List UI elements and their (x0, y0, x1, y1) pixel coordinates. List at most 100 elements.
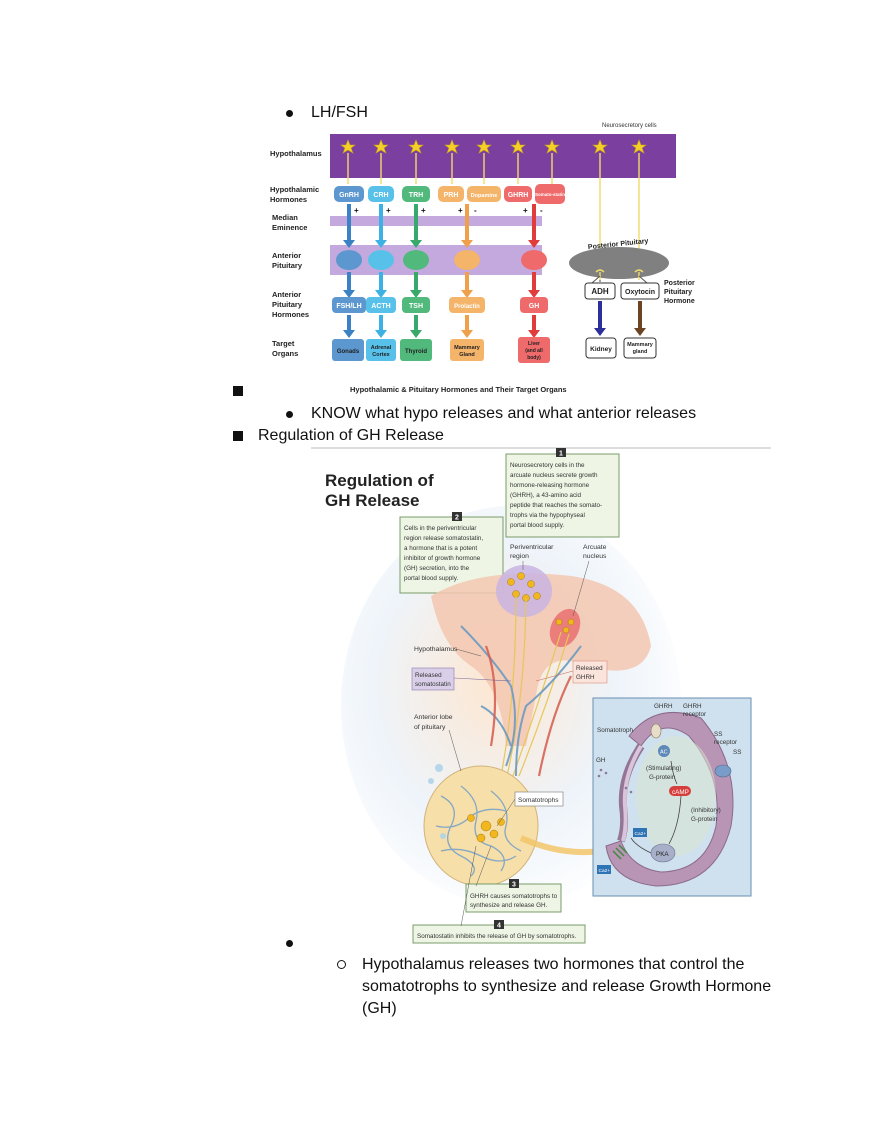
pill-gnrh (334, 186, 364, 202)
cell-label-stim-1: (Stimulating) (646, 765, 681, 772)
pit-hormone-gh: GH (529, 303, 540, 310)
row-label-hypothalamus: Hypothalamus (270, 149, 322, 158)
label-arcuate: Arcuate (583, 544, 607, 551)
box1-line: Neurosecretory cells in the (510, 462, 585, 469)
figure1-caption: Hypothalamic & Pituitary Hormones and Th… (350, 385, 567, 394)
box4-line: Somatostatin inhibits the release of GH … (417, 933, 577, 940)
hormone-dopamine: Dopamine (471, 193, 498, 199)
gh-regulation-figure: Regulation of GH Release 1 Neurosecretor… (311, 446, 771, 948)
posterior-pituitary (569, 247, 669, 279)
target-label-thyroid: Thyroid (405, 349, 427, 355)
posterior-hormone-label-1: Posterior (664, 280, 695, 287)
cell-membrane (605, 711, 734, 887)
callout-num-3: 3 (512, 882, 516, 889)
pill-dopamine (467, 186, 501, 202)
hypothalamus-tissue (431, 573, 651, 746)
hormone-trh: TRH (409, 192, 423, 199)
box2-line: region release somatostatin, (404, 535, 483, 542)
cell-label-ca-2: Ca2+ (599, 868, 611, 874)
pill-oxytocin (620, 282, 660, 300)
cell-thyrotroph (403, 250, 429, 270)
target-label-mammary-1: Mammary (454, 345, 481, 351)
bullet-square (233, 386, 243, 396)
row-label-median-1: Median (272, 213, 298, 222)
box2-line: (GH) secretion, into the (404, 565, 470, 572)
gh-granules (597, 768, 633, 794)
list-item-lh-fsh: LH/FSH (311, 104, 368, 121)
sign: + (421, 206, 426, 215)
label-released-ghrh-2: GHRH (576, 674, 595, 681)
bullet-dot (286, 411, 293, 418)
label-periventricular: Periventricular (510, 544, 554, 551)
label-hypothalamus: Hypothalamus (414, 646, 458, 653)
ss-receptor (714, 764, 732, 778)
calcium-channel (612, 844, 628, 860)
bullet-circle (337, 960, 346, 969)
row-label-median-2: Eminence (272, 223, 307, 232)
pill-acth (366, 297, 396, 313)
cell-label-camp: cAMP (672, 789, 689, 796)
box1-line: hormone-releasing hormone (510, 482, 590, 489)
pill-trh (402, 186, 430, 202)
cell-label-ghrh-receptor-1: GHRH (683, 703, 702, 710)
target-label-mammary-2: Gland (459, 352, 475, 358)
ca-badge-2 (597, 865, 611, 874)
pill-fsh-lh (332, 297, 366, 313)
callout-num-4: 4 (497, 923, 501, 930)
label-anterior-lobe-1: Anterior lobe (414, 714, 453, 721)
target-label-adrenal-1: Adrenal (371, 345, 392, 351)
target-label-adrenal-2: Cortex (372, 352, 390, 358)
row-label-aph-1: Anterior (272, 290, 301, 299)
ac-enzyme (658, 745, 670, 757)
sign: - (540, 206, 543, 215)
row-label-hyp-hormones-2: Hormones (270, 195, 307, 204)
label-anterior-lobe-2: of pituitary (414, 724, 446, 731)
cell-label-inhib-2: G-protein (691, 816, 718, 823)
fig2-title-2: GH Release (325, 491, 420, 510)
pit-hormone-fsh-lh: FSH/LH (336, 303, 361, 310)
row-label-ant-2: Pituitary (272, 261, 303, 270)
box1-line: peptide that reaches the somato- (510, 502, 602, 509)
label-box-released-ss (411, 667, 455, 691)
hormone-ghrh: GHRH (508, 192, 529, 199)
target-label-liver-1: Liver (528, 341, 540, 347)
target-kidney (585, 337, 617, 359)
hormone-gnrh: GnRH (339, 192, 359, 199)
target-label-liver-2: (and all (525, 348, 543, 354)
box3-line: GHRH causes somatotrophs to (470, 893, 558, 900)
camp-badge (669, 786, 691, 796)
somatotroph-cells (467, 814, 505, 843)
cell-label-gh: GH (596, 757, 606, 764)
pit-hormone-prolactin: Prolactin (454, 304, 480, 310)
box2-line: a hormone that is a potent (404, 545, 477, 552)
hormone-somatostatin: Somato-statin (535, 192, 565, 197)
cell-lactotroph (454, 250, 480, 270)
ghrh-receptor (650, 723, 662, 739)
row-label-target-2: Organs (272, 349, 298, 358)
post-hormone-adh: ADH (591, 287, 609, 296)
median-eminence-band (330, 216, 542, 226)
fig2-title-1: Regulation of (325, 471, 434, 490)
label-released-ss-2: somatostatin (415, 681, 451, 688)
target-mammary (450, 339, 484, 361)
box2-line: inhibitor of growth hormone (404, 555, 481, 562)
posterior-hormone-label-3: Hormone (664, 298, 695, 305)
pill-prh (438, 186, 464, 202)
pit-hormone-acth: ACTH (371, 303, 390, 310)
target-adrenal (366, 339, 396, 361)
sub-item-line-2: somatotrophs to synthesize and release G… (362, 978, 772, 995)
target-gonads (332, 339, 364, 361)
target-liver (518, 337, 550, 363)
callout-num-1: 1 (559, 451, 563, 458)
cell-label-ss-receptor-1: SS (714, 731, 722, 738)
post-hormone-oxytocin: Oxytocin (625, 289, 655, 296)
neurosecretory-label: Neurosecretory cells (602, 123, 657, 129)
cell-label-ac: AC (660, 750, 668, 756)
box1-line: (GHRH), a 43-amino acid (510, 492, 582, 499)
callout-num-2: 2 (455, 515, 459, 522)
bullet-dot (286, 110, 293, 117)
sub-item-line-3: (GH) (362, 1000, 397, 1017)
cell-label-stim-2: G-protein (649, 774, 676, 781)
row-label-aph-2: Pituitary (272, 300, 303, 309)
sign: + (523, 206, 528, 215)
